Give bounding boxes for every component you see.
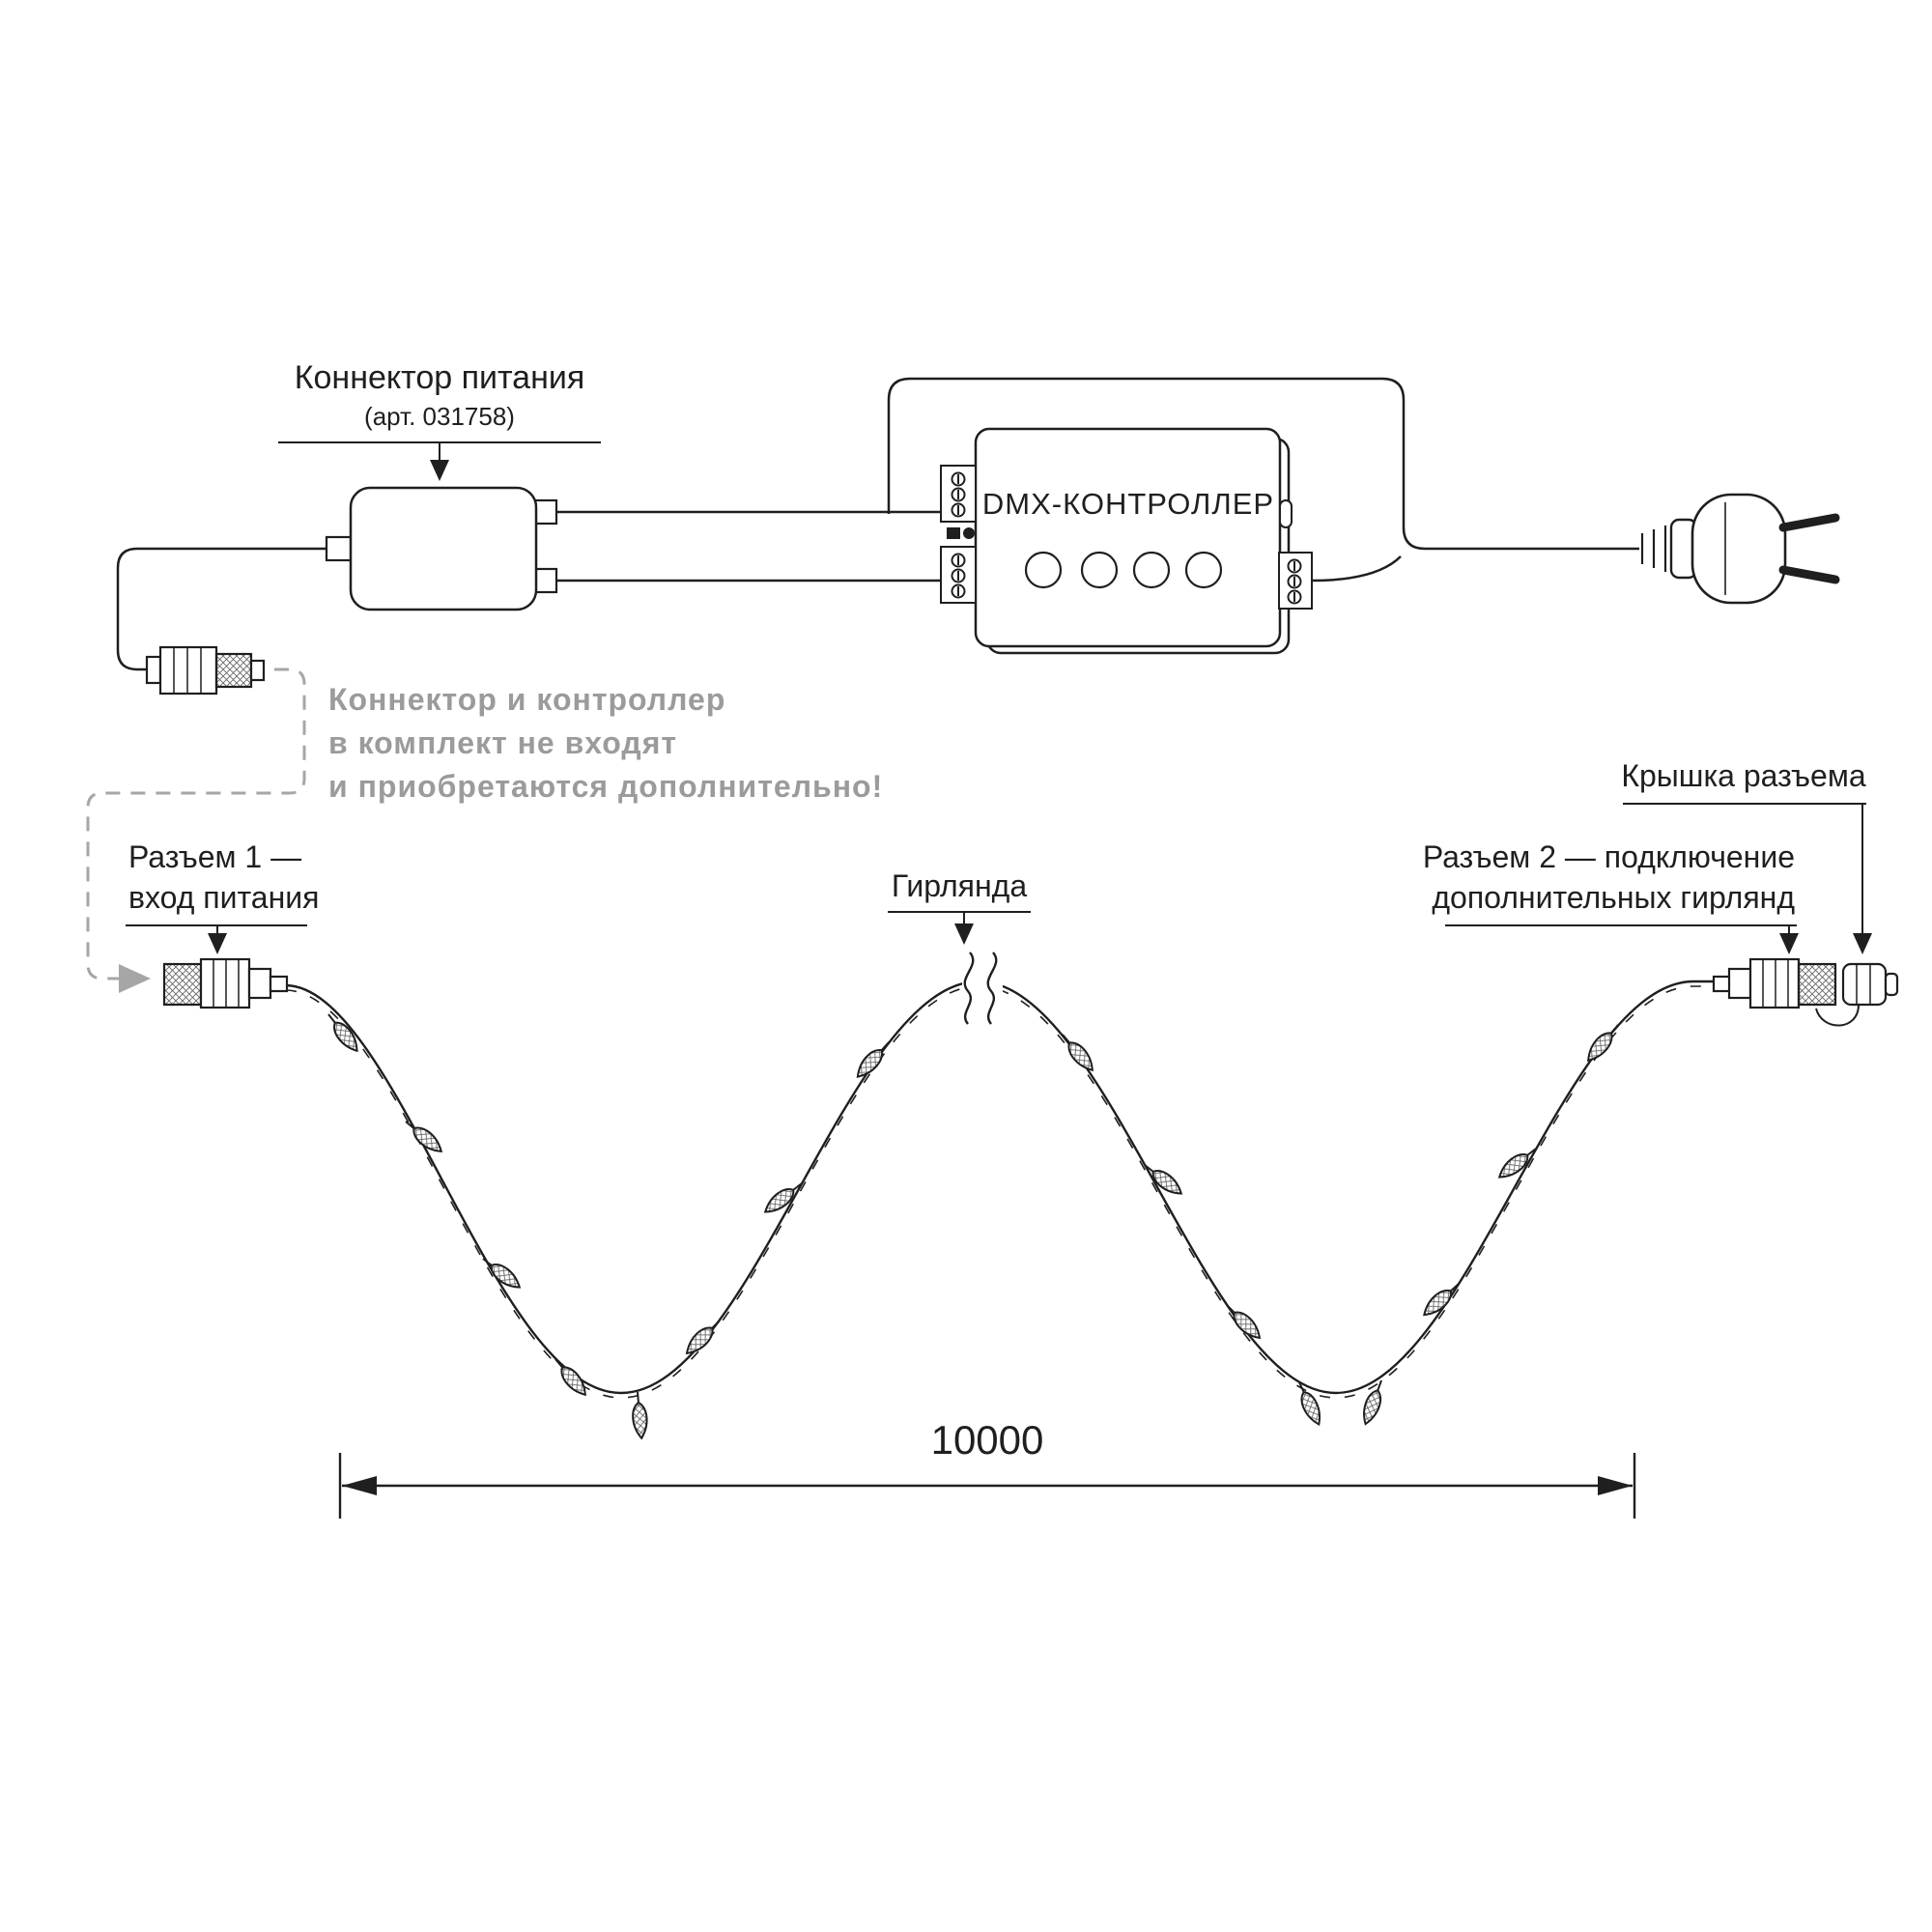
note-line-3: и приобретаются дополнительно! (328, 769, 883, 804)
note-not-included: Коннектор и контроллер в комплект не вхо… (328, 682, 883, 804)
garland-connector-1 (162, 957, 289, 1009)
power-connector-art-label: (арт. 031758) (364, 402, 515, 431)
controller-button-1 (1024, 551, 1063, 589)
led-bulb (759, 1177, 808, 1219)
note-line-2: в комплект не входят (328, 725, 677, 760)
plug-pin-top (1778, 513, 1840, 532)
controller-button-4 (1184, 551, 1223, 589)
cap-strap (1815, 1004, 1860, 1027)
garland-wire (285, 980, 1715, 1399)
garland-wire-strand-1 (285, 980, 1715, 1395)
controller-buttons (1024, 551, 1223, 589)
led-bulb (1139, 1158, 1187, 1201)
controller-left-terminals (940, 465, 977, 604)
controller-jumper (947, 527, 960, 539)
led-bulb (629, 1390, 650, 1440)
controller-led (963, 527, 975, 539)
led-bulb (1056, 1029, 1099, 1076)
power-connector-wires (556, 510, 941, 582)
power-connector-left-nub (325, 535, 354, 562)
power-plug (1640, 493, 1840, 605)
note-line-1: Коннектор и контроллер (328, 682, 725, 717)
garland-connector-2 (1712, 957, 1837, 1009)
connector-cap (1815, 962, 1899, 1027)
male-power-connector (145, 645, 266, 696)
controller-right-terminal (1278, 552, 1313, 610)
garland-label-group: Гирлянда (888, 868, 1031, 945)
led-bulb (1493, 1142, 1542, 1184)
led-bulb (851, 1037, 895, 1083)
led-bulb (1357, 1377, 1389, 1428)
controller-side-tab (1279, 499, 1293, 528)
dmx-controller: DMX-КОНТРОЛЛЕР (940, 427, 1313, 655)
power-connector-label: Коннектор питания (295, 359, 585, 396)
connector2-label-group: Разъем 2 — подключение дополнительных ги… (1423, 839, 1799, 954)
dimension-arrow-left (342, 1476, 377, 1495)
led-bulb (400, 1115, 447, 1158)
controller-power-loop-wire (887, 377, 1639, 551)
connector2-label-line2: дополнительных гирлянд (1432, 880, 1795, 915)
connector1-label-group: Разъем 1 — вход питания (126, 839, 319, 954)
led-bulb (322, 1009, 364, 1057)
garland-break-mark (962, 951, 1003, 1025)
cap-body (1841, 962, 1888, 1007)
power-connector-box (325, 486, 558, 611)
controller-button-3 (1132, 551, 1171, 589)
cap-nub (1884, 972, 1899, 997)
controller-output-wire (1311, 555, 1402, 582)
power-connector-right-nub-2 (533, 567, 558, 594)
controller-label: DMX-КОНТРОЛЛЕР (982, 487, 1274, 521)
led-bulb (681, 1314, 726, 1359)
connector2-label-line1: Разъем 2 — подключение (1423, 839, 1795, 874)
power-connector-label-group: Коннектор питания (арт. 031758) (278, 359, 601, 481)
plug-pin-bottom (1778, 565, 1840, 584)
connector1-label-line2: вход питания (128, 880, 319, 915)
led-bulb (1581, 1019, 1625, 1066)
led-bulb (1220, 1298, 1265, 1344)
led-bulb (549, 1353, 592, 1401)
dimension-line-group: 10000 (338, 1417, 1636, 1519)
controller-button-2 (1080, 551, 1119, 589)
cap-label-group: Крышка разъема (1621, 758, 1872, 954)
cap-label: Крышка разъема (1621, 758, 1866, 793)
dimension-arrow-right (1598, 1476, 1633, 1495)
led-bulbs (322, 1009, 1625, 1440)
dashed-connection-path (86, 668, 306, 993)
garland-wire-strand-2 (285, 985, 1715, 1399)
male-connector-wire (116, 547, 327, 671)
power-connector-body (349, 486, 538, 611)
connector1-label-line1: Разъем 1 — (128, 839, 301, 874)
dimension-value: 10000 (931, 1417, 1044, 1463)
power-connector-right-nub-1 (533, 498, 558, 526)
garland-label: Гирлянда (892, 868, 1027, 903)
plug-body (1690, 493, 1787, 605)
controller-body (974, 427, 1282, 648)
